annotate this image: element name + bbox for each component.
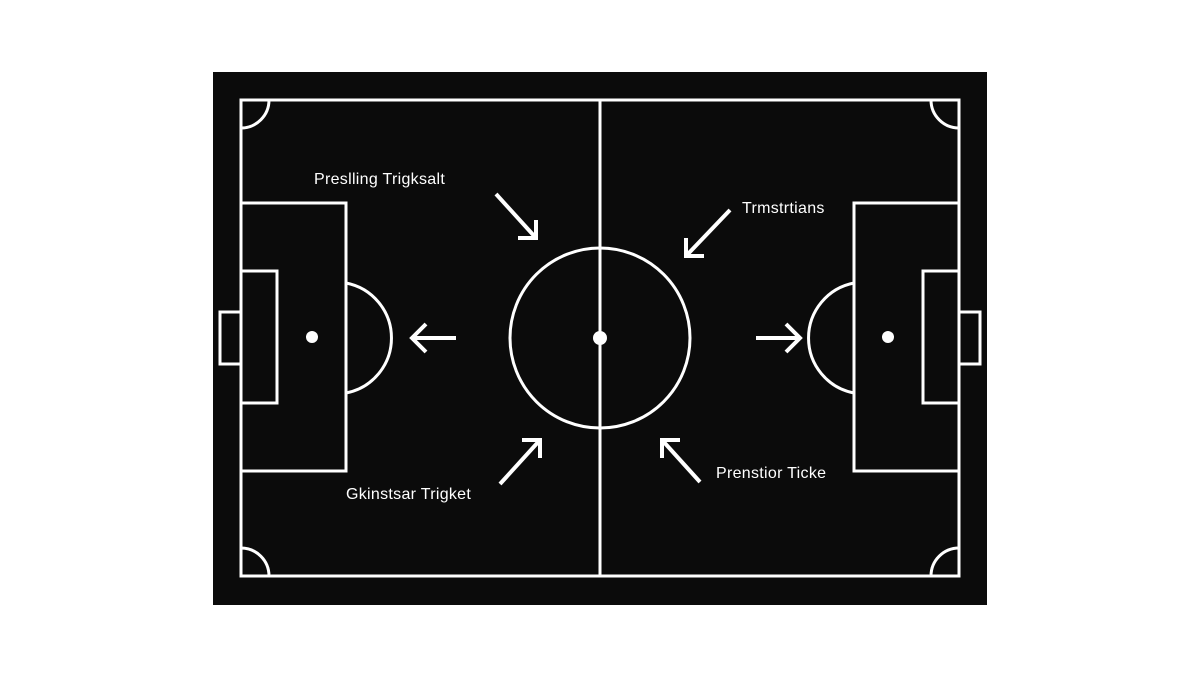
arrow-left bbox=[409, 322, 456, 354]
left-penalty-arc bbox=[345, 281, 393, 395]
arrow-bottom-right bbox=[660, 438, 702, 484]
right-goal bbox=[957, 310, 982, 366]
label-top-left: Preslling Trigksalt bbox=[314, 171, 446, 188]
corner-arc-bottom-right bbox=[929, 546, 960, 577]
label-bottom-right: Prenstior Ticke bbox=[716, 465, 827, 482]
corner-arc-bottom-left bbox=[240, 546, 271, 577]
label-bottom-left: Gkinstsar Trigket bbox=[346, 486, 472, 503]
label-top-right: Trmstrtians bbox=[742, 200, 825, 217]
arrow-top-right bbox=[684, 208, 732, 258]
left-goal bbox=[218, 310, 243, 366]
right-penalty-arc bbox=[807, 281, 855, 395]
left-goal-area bbox=[239, 269, 279, 405]
right-penalty-spot bbox=[882, 331, 894, 343]
corner-arc-top-right bbox=[929, 99, 960, 130]
arrow-bottom-left bbox=[498, 438, 542, 486]
corner-arc-top-left bbox=[240, 99, 271, 130]
centre-spot bbox=[593, 331, 607, 345]
arrow-top-left bbox=[494, 192, 538, 240]
arrow-right bbox=[756, 322, 803, 354]
right-goal-area bbox=[921, 269, 961, 405]
centre-circle bbox=[508, 246, 692, 430]
left-penalty-area bbox=[239, 201, 348, 473]
left-penalty-spot bbox=[306, 331, 318, 343]
right-penalty-area bbox=[852, 201, 961, 473]
